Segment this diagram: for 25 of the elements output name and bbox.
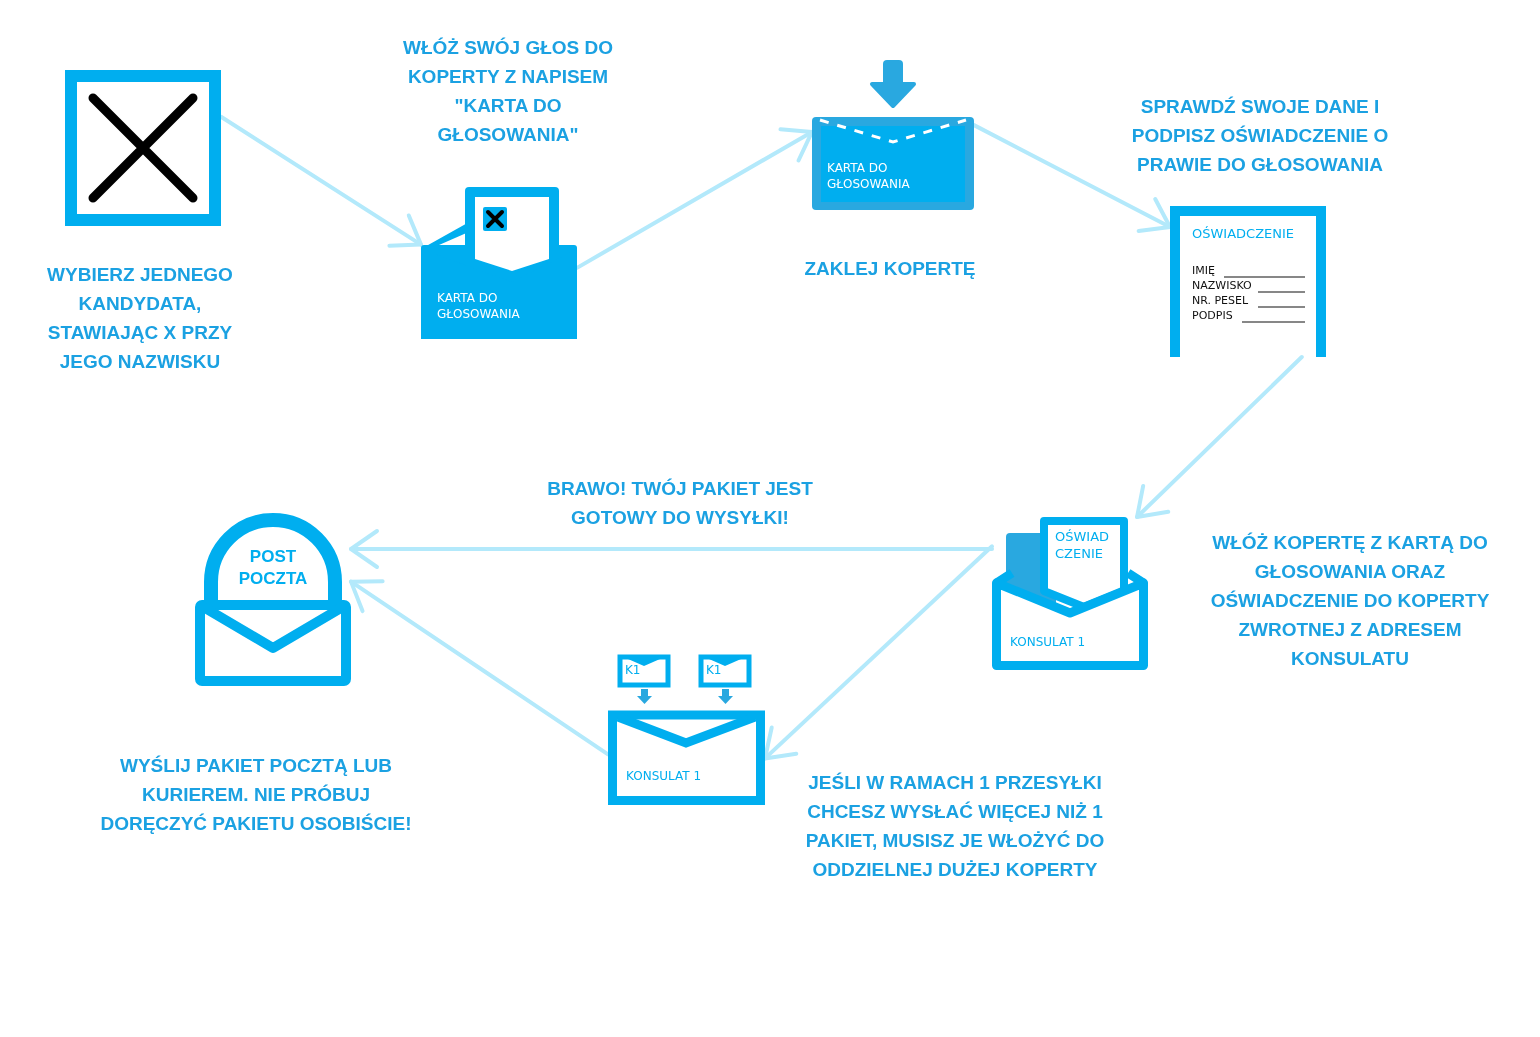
step-caption: WŁÓŻ SWÓJ GŁOS DO KOPERTY Z NAPISEM "KARTA DO GŁOSOWANIA" — [401, 36, 615, 147]
form-title: OŚWIADCZENIE — [1192, 226, 1296, 243]
envelope-label: KARTA DO GŁOSOWANIA — [437, 291, 521, 323]
arrow — [219, 114, 423, 248]
envelope-label: KONSULAT 1 — [1010, 635, 1087, 651]
arrow — [349, 579, 610, 757]
form-field-label: NAZWISKO — [1192, 279, 1253, 294]
step-caption: ZAKLEJ KOPERTĘ — [803, 257, 977, 281]
mailbox-label: POST POCZTA — [237, 546, 309, 591]
envelope-label: K1 — [625, 663, 642, 679]
envelope-label: K1 — [706, 663, 723, 679]
arrow — [1135, 355, 1304, 519]
step-caption: SPRAWDŹ SWOJE DANE I PODPISZ OŚWIADCZENIE O PRAWIE DO GŁOSOWANIA — [1130, 95, 1390, 177]
step-caption: JEŚLI W RAMACH 1 PRZESYŁKI CHCESZ WYSŁAĆ WIĘCEJ NIŻ 1 PAKIET, MUSISZ JE WŁOŻYĆ DO ODDZIELNEJ DUŻEJ KOPERTY — [804, 771, 1106, 882]
envelope-label: KONSULAT 1 — [626, 769, 703, 785]
arrow — [349, 529, 994, 569]
form-field-label: PODPIS — [1192, 309, 1234, 324]
form-field-label: NR. PESEL — [1192, 294, 1250, 309]
card-label: OŚWIAD CZENIE — [1055, 529, 1111, 563]
form-field-label: IMIĘ — [1192, 264, 1216, 279]
step-caption: WYBIERZ JEDNEGO KANDYDATA, STAWIAJĄC X PRZY JEGO NAZWISKU — [46, 263, 234, 374]
arrow — [763, 544, 994, 761]
step-caption: WŁÓŻ KOPERTĘ Z KARTĄ DO GŁOSOWANIA ORAZ OŚWIADCZENIE DO KOPERTY ZWROTNEJ Z ADRESEM KONSULATU — [1209, 531, 1491, 671]
envelope-label: KARTA DO GŁOSOWANIA — [827, 161, 911, 193]
step-caption: WYŚLIJ PAKIET POCZTĄ LUB KURIEREM. NIE PRÓBUJ DORĘCZYĆ PAKIETU OSOBIŚCIE! — [99, 754, 413, 836]
